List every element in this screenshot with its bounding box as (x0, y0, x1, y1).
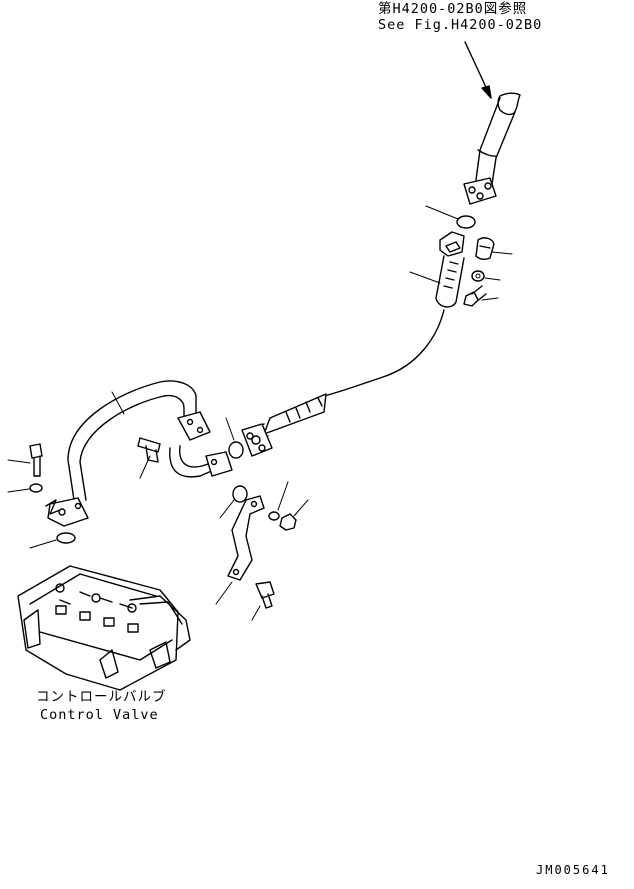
control-valve (17, 565, 191, 691)
bolt-upper (463, 285, 499, 307)
upper-pipe (463, 92, 521, 205)
reference-label-japanese: 第H4200-02B0図参照 (378, 1, 528, 17)
o-ring-lower (56, 532, 76, 544)
bracket (215, 495, 265, 605)
washer-right (268, 511, 280, 521)
reference-label-english: See Fig.H4200-02B0 (378, 17, 543, 33)
washer-upper (471, 270, 485, 282)
plug (232, 485, 248, 503)
leader-line (425, 205, 459, 220)
washer-left (29, 483, 43, 493)
stud-bolt (137, 437, 161, 479)
steel-tube (47, 380, 211, 527)
control-valve-label-english: Control Valve (40, 707, 159, 723)
figure-code: JM005641 (536, 863, 610, 877)
control-valve-label-japanese: コントロールバルブ (36, 689, 167, 705)
bolt-bracket (251, 581, 275, 621)
leader-line (484, 277, 501, 281)
flexible-hose (255, 309, 445, 441)
small-tube (169, 445, 233, 478)
break-mark (45, 499, 61, 515)
o-ring-middle (228, 441, 244, 459)
bolt-left (7, 443, 43, 477)
hose-upper-fitting (409, 231, 465, 308)
reference-arrow (464, 41, 492, 99)
hose-lower-flange (241, 423, 273, 457)
o-ring-upper (456, 215, 476, 229)
split-flange (475, 237, 513, 261)
nut (279, 513, 297, 531)
